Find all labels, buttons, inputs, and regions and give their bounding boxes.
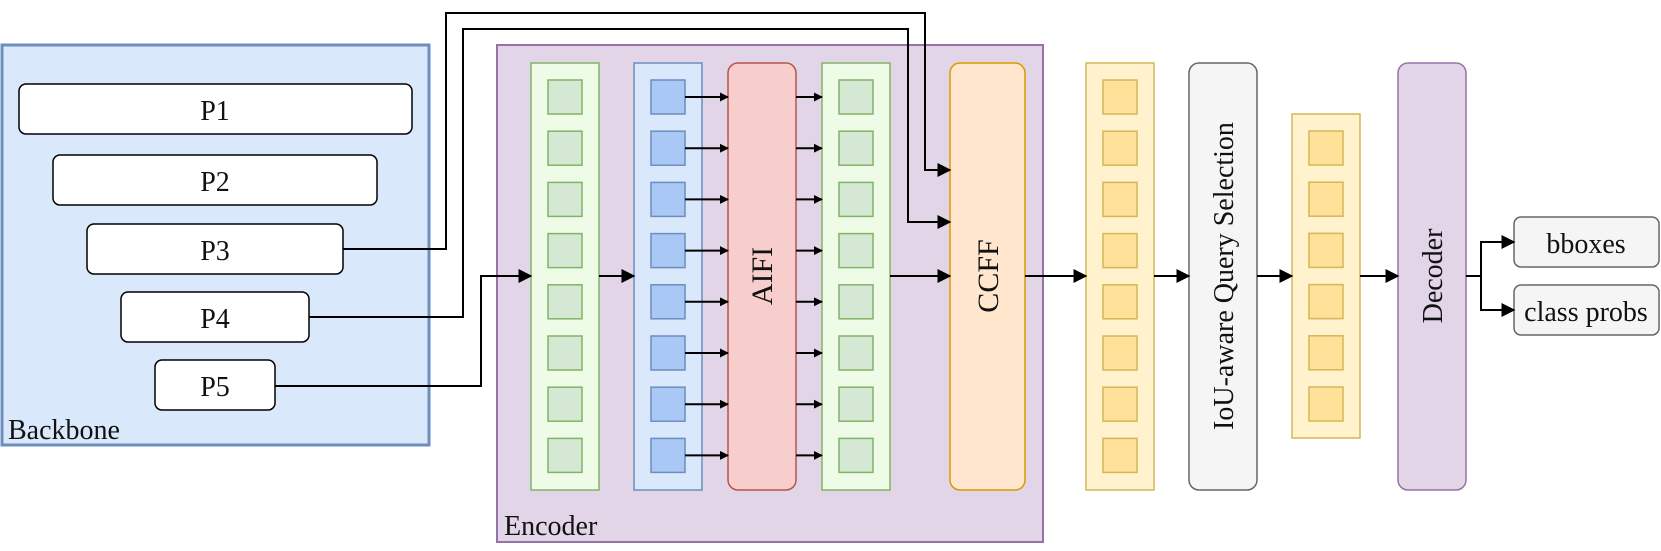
token-cell xyxy=(1102,284,1138,320)
backbone-panel: Backbone P1 P2 P3 P4 P5 xyxy=(0,43,431,447)
token-cell xyxy=(1102,335,1138,371)
token-cell xyxy=(650,79,686,115)
token-cell xyxy=(547,437,583,474)
output-bboxes: bboxes xyxy=(1513,216,1660,268)
level-p1: P1 xyxy=(18,83,413,135)
query-cell xyxy=(1308,386,1344,422)
token-cell xyxy=(838,386,874,422)
query-cell xyxy=(1308,181,1344,217)
token-column-s5 xyxy=(633,62,703,491)
token-cell xyxy=(547,335,583,371)
token-cell xyxy=(650,437,686,474)
token-column-aifi-output xyxy=(821,62,891,491)
ccff-block: CCFF xyxy=(949,62,1026,491)
decoder-block: Decoder xyxy=(1397,62,1467,491)
decoder-label: Decoder xyxy=(1418,228,1449,324)
token-column-input xyxy=(530,62,600,491)
level-p1-box xyxy=(18,83,413,135)
output-bboxes-label: bboxes xyxy=(1546,229,1625,260)
arrow-decoder-to-class-probs xyxy=(1480,276,1516,317)
token-cell xyxy=(547,386,583,422)
token-cell xyxy=(1102,79,1138,115)
aifi-box xyxy=(727,62,797,491)
token-cell xyxy=(838,232,874,269)
arrow-p3-to-ccff xyxy=(343,12,952,250)
arrow-decoder-to-bboxes xyxy=(1466,235,1516,277)
token-cell xyxy=(838,437,874,474)
token-cell xyxy=(1102,130,1138,166)
level-p2: P2 xyxy=(52,154,378,206)
selected-queries-cells xyxy=(1308,130,1344,422)
token-cell xyxy=(547,284,583,320)
backbone-label: Backbone xyxy=(8,415,120,446)
query-selection-block: IoU-aware Query Selection xyxy=(1188,62,1258,491)
token-cell xyxy=(838,284,874,320)
token-cell xyxy=(650,130,686,166)
token-arrows xyxy=(685,92,823,460)
token-cells-input xyxy=(547,79,583,474)
token-cell xyxy=(838,181,874,218)
level-p2-label: P2 xyxy=(200,167,230,198)
encoder-output-column xyxy=(1085,62,1155,491)
level-p4-label: P4 xyxy=(200,304,230,335)
token-cells-s5 xyxy=(650,79,686,474)
token-cell xyxy=(547,79,583,115)
token-cell xyxy=(1102,386,1138,422)
token-cell xyxy=(547,232,583,269)
query-cell xyxy=(1308,232,1344,269)
encoder-panel: Encoder AIFI CCFF xyxy=(496,44,1044,543)
arrow-p4-to-ccff xyxy=(309,28,952,318)
level-p3-label: P3 xyxy=(200,236,230,267)
token-cell xyxy=(650,284,686,320)
token-cell xyxy=(547,181,583,218)
token-cell xyxy=(650,335,686,371)
level-p4: P4 xyxy=(120,291,310,343)
query-cell xyxy=(1308,335,1344,371)
token-cell xyxy=(838,335,874,371)
token-cell xyxy=(650,232,686,269)
query-cell xyxy=(1308,130,1344,166)
aifi-label: AIFI xyxy=(746,247,779,305)
arrow-p5-to-encoder xyxy=(275,269,533,387)
token-cells-aifi-output xyxy=(838,79,874,474)
output-class-probs: class probs xyxy=(1513,284,1660,336)
token-cell xyxy=(1102,437,1138,474)
query-selection-label: IoU-aware Query Selection xyxy=(1209,122,1240,430)
output-class-probs-label: class probs xyxy=(1524,297,1648,328)
selected-queries-column xyxy=(1291,113,1361,439)
token-cell xyxy=(650,386,686,422)
level-p5: P5 xyxy=(154,359,276,411)
token-cell xyxy=(547,130,583,166)
level-p1-label: P1 xyxy=(200,96,230,127)
connectors xyxy=(275,12,1516,387)
token-cell xyxy=(1102,232,1138,269)
token-cell xyxy=(650,181,686,218)
ccff-label: CCFF xyxy=(972,239,1005,312)
token-cell xyxy=(838,130,874,166)
encoder-label: Encoder xyxy=(504,511,598,542)
query-cell xyxy=(1308,283,1344,320)
level-p3: P3 xyxy=(86,223,344,275)
token-cell xyxy=(838,79,874,115)
aifi-block: AIFI xyxy=(727,62,797,491)
token-cell xyxy=(1102,181,1138,218)
level-p2-box xyxy=(52,154,378,206)
encoder-output-cells xyxy=(1102,79,1138,474)
level-p5-label: P5 xyxy=(200,372,230,403)
